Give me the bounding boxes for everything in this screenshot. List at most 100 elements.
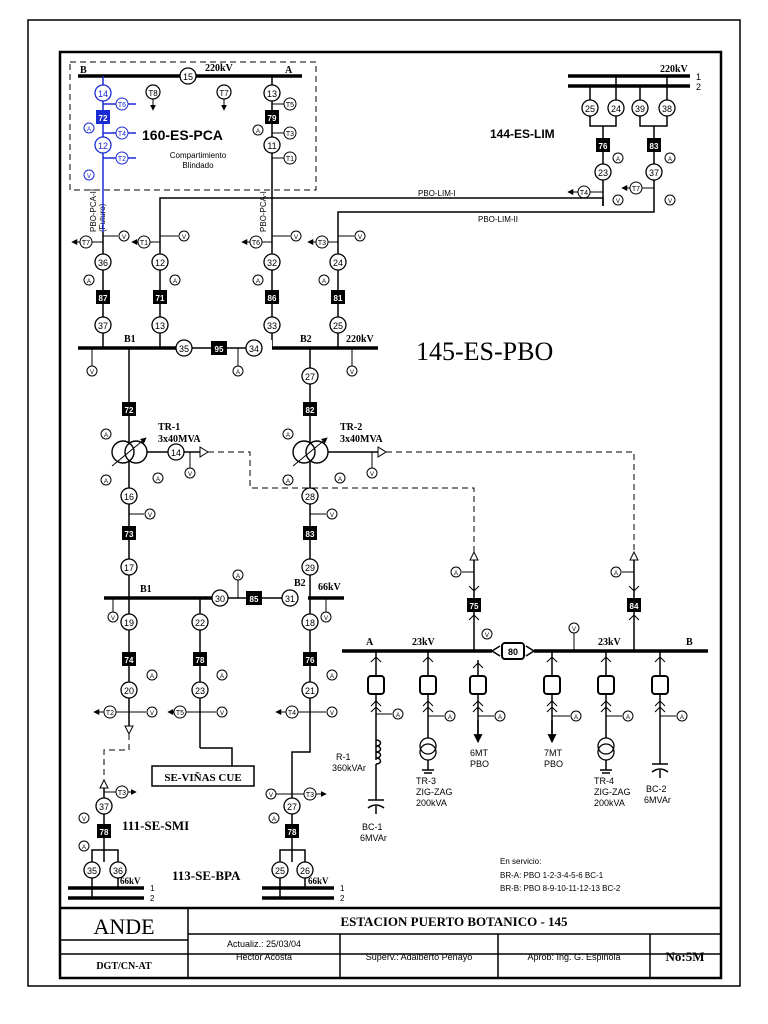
disconnector-37-smi-label: 37 [99, 802, 109, 812]
ct-t3-bpa-icon: T3 [292, 787, 327, 801]
disconnector-27-label: 27 [305, 372, 315, 382]
svg-text:T3: T3 [286, 131, 294, 138]
approved-by: Aprob: Ing. G. Espinola [527, 952, 620, 962]
drawing-frame [58, 50, 723, 980]
feeder-bc2: A [651, 651, 688, 778]
breaker-78-smi-label: 78 [100, 828, 109, 837]
disconnector-18-label: 18 [305, 618, 315, 628]
station-title: 145-ES-PBO [416, 337, 553, 366]
pca-bus-a-label: A [285, 65, 293, 76]
line-pbo-pca-1-label: PBO-PCA-I [259, 191, 268, 232]
ammeter-smi-icon: A [78, 840, 90, 852]
disconnector-32 [263, 253, 281, 271]
pca-station-label: 160-ES-PCA [142, 127, 223, 143]
disconnector-35-smi-label: 35 [87, 866, 97, 876]
lim-bus-1-label: 1 [696, 72, 701, 82]
company-name: ANDE [93, 914, 154, 939]
bc2-value: 6MVAr [644, 795, 671, 805]
breaker-81 [331, 290, 345, 304]
disconnector-24b [329, 253, 347, 271]
voltmeter-smi-out-icon: V [129, 706, 158, 718]
breaker-85 [246, 591, 262, 605]
ammeter-tr1-b-icon: A [100, 474, 112, 486]
disconnector-15 [179, 67, 197, 85]
svg-text:V: V [220, 711, 224, 717]
breaker-73 [122, 526, 136, 540]
disconnector-12-label: 12 [98, 141, 108, 151]
voltmeter-bay12-icon: V [160, 230, 190, 242]
disconnector-36 [94, 253, 112, 271]
ammeter-lim2-icon: A [664, 152, 676, 164]
svg-text:A: A [87, 279, 91, 285]
service-brb: BR-B: PBO 8-9-10-11-12-13 BC-2 [500, 884, 621, 893]
tr1-neutral-link [208, 451, 475, 552]
svg-text:A: A [448, 715, 452, 721]
svg-text:A: A [236, 574, 240, 580]
svg-text:T5: T5 [176, 710, 184, 717]
breaker-81-label: 81 [334, 294, 343, 303]
disconnector-28 [301, 487, 319, 505]
svg-text:V: V [330, 711, 334, 717]
breaker-72-pca [96, 110, 110, 124]
main-bus-b1-label: B1 [124, 334, 136, 345]
svg-text:A: A [396, 713, 400, 719]
bc1-name: BC-1 [362, 822, 383, 832]
svg-text:A: A [626, 715, 630, 721]
breaker-72-tr1 [122, 402, 136, 416]
feeder-6mt: A [469, 660, 506, 744]
svg-text:V: V [616, 199, 620, 205]
svg-text:T1: T1 [140, 240, 148, 247]
tr2-name: TR-2 [340, 422, 362, 433]
voltmeter-tr2-icon: V [366, 452, 378, 479]
svg-text:T4: T4 [288, 710, 296, 717]
breaker-78 [193, 652, 207, 666]
voltmeter-bpa-icon: V [265, 788, 292, 800]
mt7-sub: PBO [544, 759, 563, 769]
breaker-83-tr2 [303, 526, 317, 540]
svg-text:A: A [220, 674, 224, 680]
voltmeter-pca-icon: V [83, 169, 95, 181]
svg-text:A: A [256, 129, 260, 135]
breaker-73-label: 73 [125, 530, 134, 539]
svg-text:V: V [668, 199, 672, 205]
svg-text:V: V [188, 472, 192, 478]
disconnector-25-lim-label: 25 [585, 104, 595, 114]
feeder-r1: A [367, 651, 404, 814]
disconnector-33-label: 33 [267, 321, 277, 331]
ammeter-tr1-c-icon: A [152, 472, 164, 484]
breaker-84 [627, 598, 641, 612]
vinas-cue-box [151, 765, 255, 787]
disconnector-12b-label: 12 [155, 258, 165, 268]
disconnector-31 [281, 589, 299, 607]
ct-t4-icon: T4 [103, 126, 136, 140]
breaker-82-label: 82 [306, 406, 315, 415]
disconnector-25-bpa-label: 25 [275, 866, 285, 876]
mid-bus-b1-label: B1 [140, 584, 152, 595]
ammeter-tr2-a-icon: A [282, 428, 294, 440]
voltmeter-tr2-lv-icon: V [310, 508, 338, 520]
svg-text:T1: T1 [286, 156, 294, 163]
line-to-smi [103, 734, 130, 780]
svg-text:A: A [156, 477, 160, 483]
svg-text:A: A [616, 157, 620, 163]
breaker-83-tr2-label: 83 [306, 530, 315, 539]
sheet-number: No:5M [666, 949, 705, 964]
bpa-bus-1-label: 1 [340, 884, 345, 893]
disconnector-22 [191, 613, 209, 631]
tr3-value: 200kVA [416, 798, 447, 808]
line-pbo-lim-2 [337, 206, 655, 232]
svg-text:A: A [286, 479, 290, 485]
svg-text:A: A [454, 571, 458, 577]
ct-t7-label: T7 [219, 89, 229, 98]
svg-text:T3: T3 [306, 792, 314, 799]
ammeter-inc84-icon: A [610, 566, 634, 578]
disconnector-19 [120, 613, 138, 631]
breaker-72-tr1-label: 72 [125, 406, 134, 415]
disconnector-20 [120, 681, 138, 699]
svg-text:T3: T3 [118, 790, 126, 797]
svg-text:T6: T6 [118, 102, 126, 109]
voltmeter-23kv-b-icon: V [568, 622, 580, 651]
disconnector-25b-label: 25 [333, 321, 343, 331]
breaker-87 [96, 290, 110, 304]
pca-gis-boundary [69, 61, 317, 191]
